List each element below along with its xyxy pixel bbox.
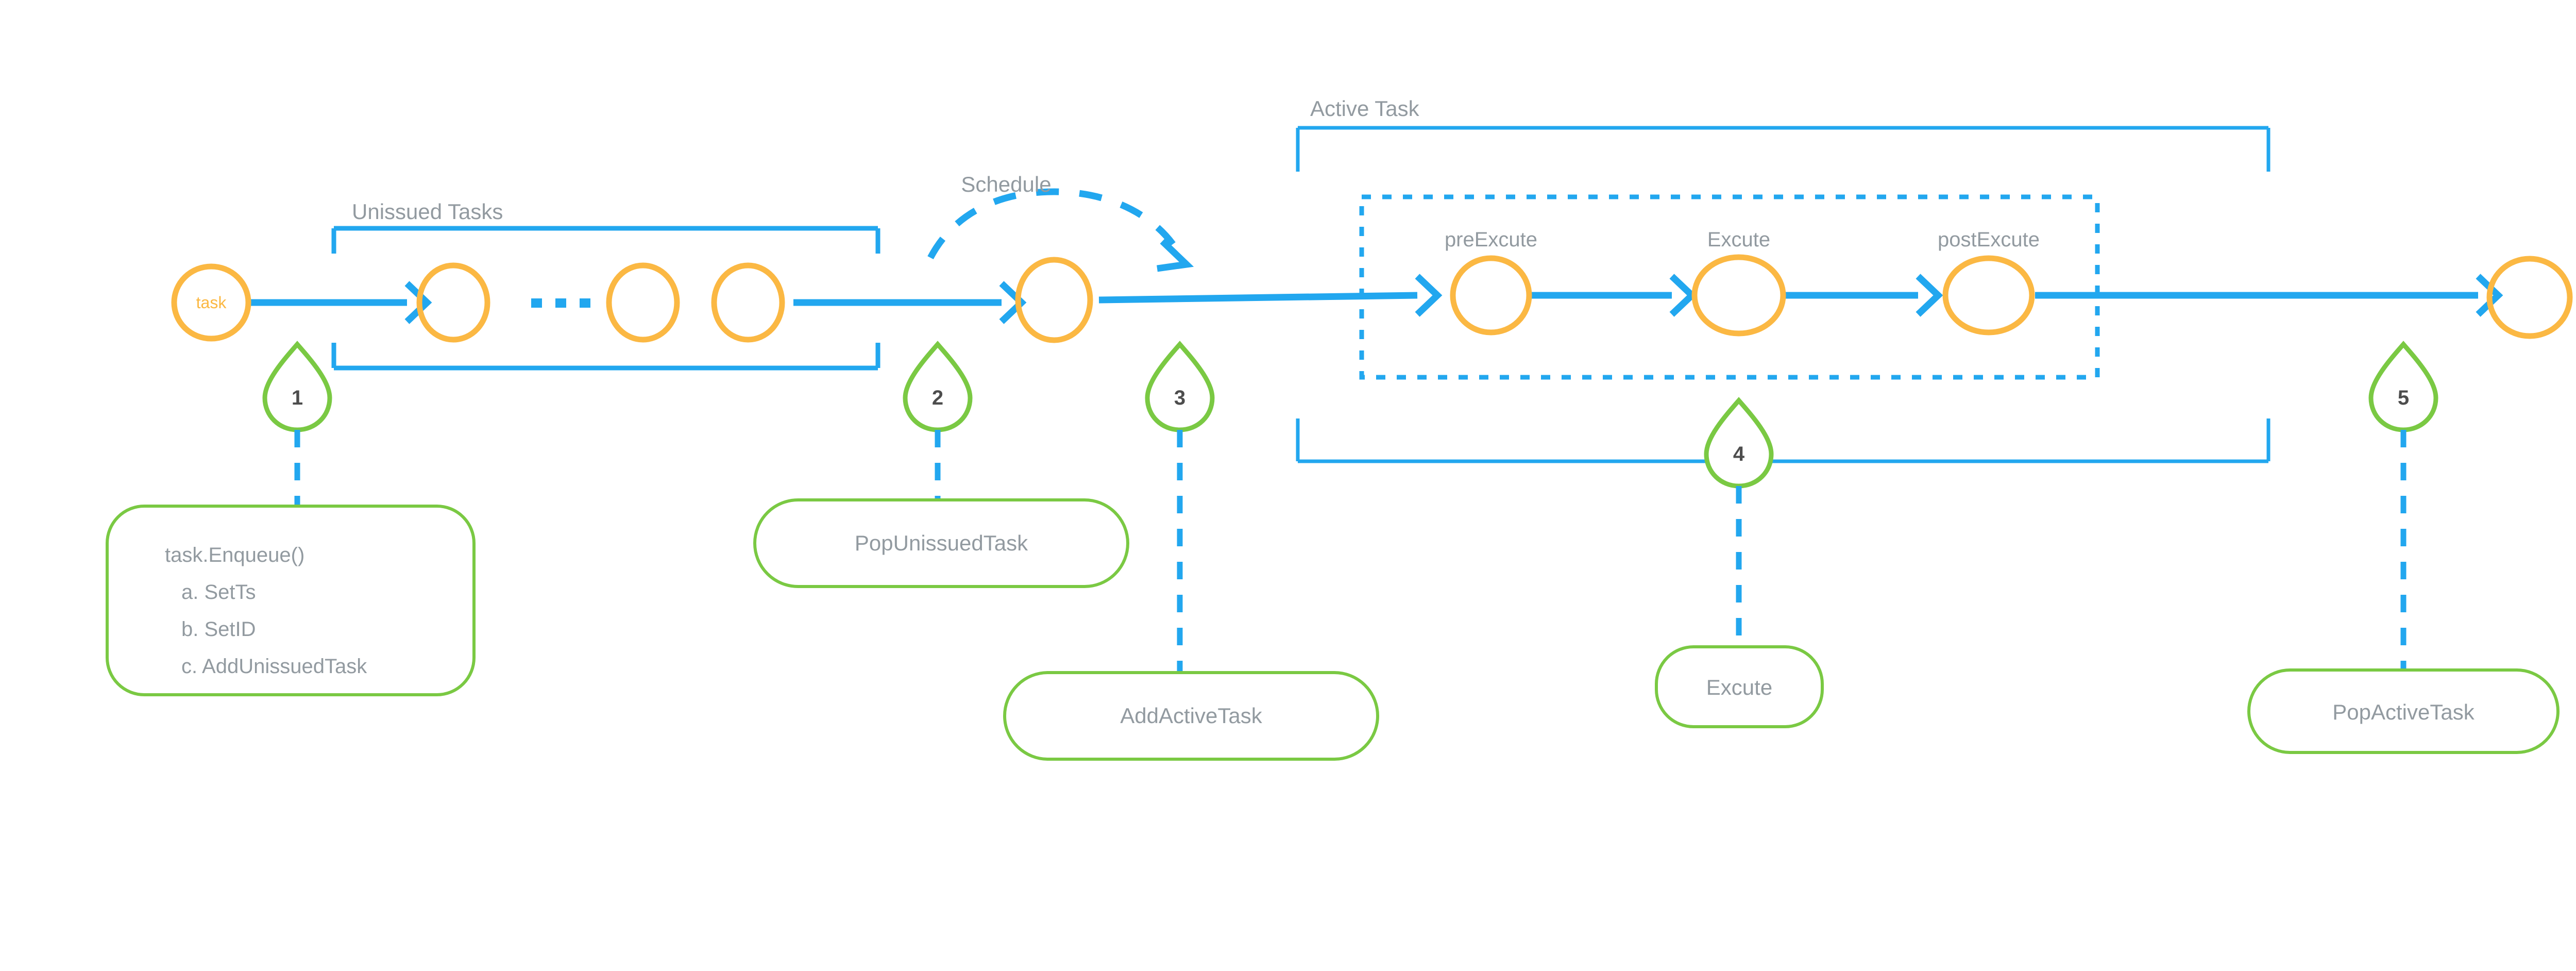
callout-excute[interactable]: Excute — [1655, 645, 1824, 728]
callout-excute-label: Excute — [1706, 675, 1772, 699]
node-queue-2[interactable] — [606, 262, 680, 343]
marker-3[interactable]: 3 — [1145, 341, 1215, 679]
execute-phases-dotted-boundary — [1359, 194, 2100, 380]
ellipsis-dot-2 — [555, 298, 566, 308]
group-bracket-unissued-tasks — [331, 226, 880, 371]
arrowhead-into-preexcute — [1415, 274, 1443, 317]
node-queue-1[interactable] — [416, 262, 490, 343]
marker-1-number: 1 — [292, 387, 303, 409]
callout-popactive-label: PopActiveTask — [2332, 700, 2475, 724]
phase-label-preexcute: preExcute — [1445, 228, 1537, 251]
callout-popunissued-label: PopUnissuedTask — [855, 531, 1028, 555]
node-task-shape[interactable] — [171, 263, 251, 342]
callout-excute-box[interactable] — [1655, 645, 1824, 728]
callout-popunissued-box[interactable] — [753, 498, 1129, 588]
group-bracket-active-task — [1296, 126, 2270, 463]
schedule-dashed-curve — [927, 188, 1184, 260]
group-label-active-task: Active Task — [1310, 96, 1420, 121]
marker-4[interactable]: 4 — [1704, 397, 1774, 650]
schedule-transition — [927, 188, 1194, 272]
phase-label-excute: Excute — [1707, 228, 1770, 251]
ellipsis-dot-1 — [531, 298, 542, 308]
schedule-arrowhead — [1157, 239, 1194, 272]
marker-3-number: 3 — [1174, 387, 1185, 409]
marker-2-number: 2 — [932, 387, 943, 409]
marker-4-number: 4 — [1733, 443, 1745, 465]
node-done[interactable] — [2486, 256, 2573, 339]
callout-addactive-box[interactable] — [1003, 671, 1379, 761]
callout-enqueue-box[interactable] — [106, 505, 476, 696]
bracket-bottom-active — [1296, 418, 2270, 463]
arrowhead-into-done — [2476, 274, 2503, 317]
marker-5-number: 5 — [2398, 387, 2409, 409]
callout-popactive-box[interactable] — [2247, 668, 2560, 754]
schedule-label: Schedule — [961, 172, 1051, 196]
callout-addactive-label: AddActiveTask — [1120, 704, 1262, 728]
marker-5[interactable]: 5 — [2368, 341, 2438, 673]
queue-ellipsis — [531, 298, 590, 308]
node-scheduled[interactable] — [1015, 257, 1093, 343]
callout-enqueue[interactable]: task.Enqueue() a. SetTs b. SetID c. AddU… — [106, 505, 476, 696]
callout-enqueue-line-1: task.Enqueue() — [165, 544, 304, 566]
node-queue-3[interactable] — [711, 262, 785, 343]
callout-enqueue-line-3: b. SetID — [181, 618, 256, 641]
bracket-top-active — [1296, 126, 2270, 172]
group-label-unissued-tasks: Unissued Tasks — [352, 199, 503, 224]
arrowhead-into-excute — [1669, 274, 1697, 317]
callout-addactive[interactable]: AddActiveTask — [1003, 671, 1379, 761]
callout-popactive[interactable]: PopActiveTask — [2247, 668, 2560, 754]
marker-1[interactable]: 1 — [262, 341, 332, 515]
node-task[interactable]: task — [171, 263, 251, 342]
phase-label-postexcute: postExcute — [1938, 228, 2040, 251]
bracket-top-unissued — [331, 226, 880, 254]
marker-2[interactable]: 2 — [903, 341, 973, 508]
arrowhead-into-queue — [404, 281, 432, 324]
bracket-bottom-unissued — [331, 343, 880, 371]
node-task-label: task — [196, 293, 227, 312]
callout-popunissued[interactable]: PopUnissuedTask — [753, 498, 1129, 588]
arrowhead-into-postexcute — [1916, 274, 1943, 317]
node-preexcute[interactable] — [1450, 255, 1532, 336]
node-excute[interactable] — [1691, 254, 1786, 337]
flow-scheduled-to-preexcute — [1098, 292, 1418, 304]
arrowhead-into-scheduled — [999, 281, 1027, 324]
ellipsis-dot-3 — [580, 298, 590, 308]
node-postexcute[interactable] — [1942, 255, 2035, 336]
callout-enqueue-line-4: c. AddUnissuedTask — [181, 655, 367, 678]
callout-enqueue-line-2: a. SetTs — [181, 581, 256, 604]
